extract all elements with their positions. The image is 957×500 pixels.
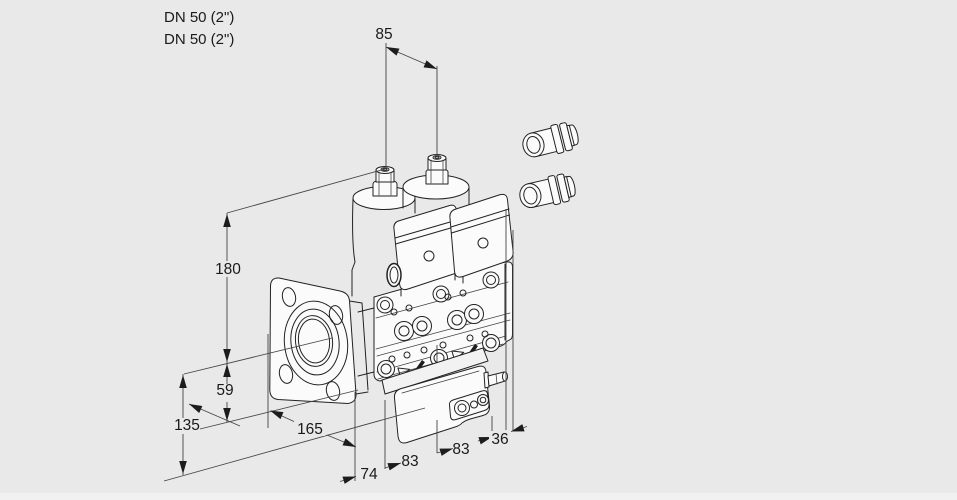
inlet-flange [269, 277, 369, 404]
dim-label-180: 180 [215, 261, 241, 278]
dim-label-36: 36 [491, 431, 508, 448]
dimension-chain-bottom: 74 83 83 36 [339, 209, 528, 484]
dim-label-83b: 83 [452, 441, 469, 458]
dim-label-83a: 83 [401, 453, 418, 470]
page-bottom-strip [0, 493, 957, 500]
flange-bolt-holes [278, 287, 344, 401]
solenoid-bracket-2 [400, 193, 514, 297]
dim-label-59: 59 [216, 382, 233, 399]
dimension-59: 59 [187, 363, 359, 430]
dim-label-74: 74 [360, 466, 378, 483]
regulator-face-plate [448, 390, 490, 421]
regulator-block [381, 347, 508, 444]
dimension-135: 135 [163, 374, 426, 482]
valve-body-port-face [375, 271, 511, 380]
dn-label-1: DN 50 (2") [164, 9, 234, 26]
dimension-165: 165 [267, 334, 358, 481]
dim-label-165: 165 [297, 421, 323, 438]
dimension-annotations: 85 180 59 135 [163, 26, 528, 484]
dimension-180: 180 [215, 168, 386, 363]
connection-size-labels: DN 50 (2") DN 50 (2") [164, 9, 234, 48]
dim-label-85: 85 [375, 26, 392, 43]
solenoid-actuator-1 [351, 166, 416, 297]
pressure-ports [394, 304, 484, 341]
screw-ports [388, 289, 489, 363]
pivot-bosses [376, 271, 500, 378]
axis-extension-line [183, 337, 333, 375]
dimension-85: 85 [375, 26, 439, 167]
conduit-opening [386, 262, 402, 288]
solenoid-actuator-2 [402, 154, 473, 254]
dim-label-135: 135 [174, 417, 200, 434]
dn-label-2: DN 50 (2") [164, 31, 234, 48]
